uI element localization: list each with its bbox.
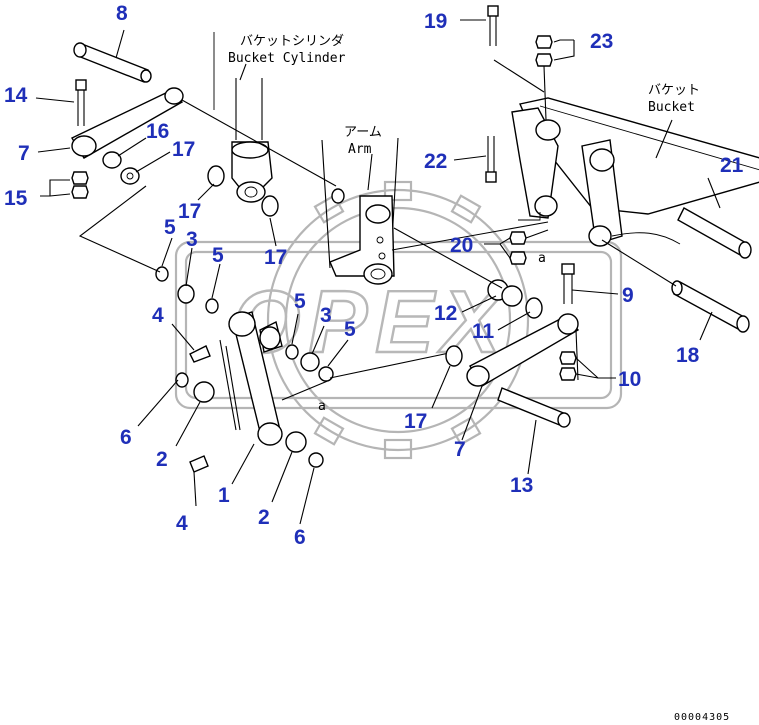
bucket-cylinder	[213, 32, 273, 203]
pin-18	[671, 280, 750, 333]
nuts-23	[535, 35, 553, 67]
pin-8	[73, 42, 152, 83]
callout-10: 10	[618, 368, 641, 391]
callout-13: 13	[510, 474, 533, 497]
callout-1: 1	[218, 484, 230, 507]
washers-16-17	[102, 151, 140, 185]
bushings	[155, 266, 334, 468]
bolt-22	[485, 136, 497, 183]
callouts: 8 14 7 16 17 15 17 17 5 3 5 4 5 3 5 6 2 …	[4, 2, 744, 549]
callout-17: 17	[172, 138, 195, 161]
callout-8: 8	[116, 2, 128, 25]
nuts-15	[71, 171, 89, 199]
callout-5: 5	[164, 216, 176, 239]
callout-3: 3	[186, 228, 198, 251]
callout-20: 20	[450, 234, 473, 257]
arm-label-en: Arm	[348, 142, 372, 157]
callout-7: 7	[454, 438, 466, 461]
bucket-cylinder-label-jp: バケットシリンダ	[240, 34, 344, 49]
leader-lines	[35, 19, 721, 525]
bolt-9	[561, 263, 575, 304]
callout-12: 12	[434, 302, 457, 325]
drawing-code: 00004305	[674, 712, 730, 723]
washer-17b	[207, 165, 225, 187]
callout-4: 4	[152, 304, 164, 327]
reference-mark-a: a	[318, 399, 326, 414]
bucket-label-en: Bucket	[648, 100, 695, 115]
callout-5: 5	[212, 244, 224, 267]
callout-17: 17	[404, 410, 427, 433]
callout-23: 23	[590, 30, 613, 53]
callout-17: 17	[264, 246, 287, 269]
link-1	[219, 311, 283, 446]
callout-5: 5	[344, 318, 356, 341]
link-7b	[466, 313, 580, 387]
callout-2: 2	[156, 448, 168, 471]
arm-label-jp: アーム	[344, 125, 382, 140]
watermark-text: OPEX	[232, 272, 509, 371]
callout-2: 2	[258, 506, 270, 529]
nuts-10	[559, 351, 577, 381]
callout-6: 6	[120, 426, 132, 449]
grease-fittings-4	[189, 345, 211, 473]
nuts-20	[509, 231, 527, 265]
callout-17: 17	[178, 200, 201, 223]
callout-11: 11	[472, 320, 495, 343]
callout-5: 5	[294, 290, 306, 313]
bucket	[511, 97, 759, 247]
bucket-label-jp: バケット	[648, 83, 700, 98]
reference-mark-a: a	[538, 251, 546, 266]
callout-7: 7	[18, 142, 30, 165]
callout-3: 3	[320, 304, 332, 327]
callout-6: 6	[294, 526, 306, 549]
callout-15: 15	[4, 187, 28, 210]
bucket-cylinder-label-en: Bucket Cylinder	[228, 51, 346, 66]
washer-11	[525, 297, 543, 319]
callout-14: 14	[4, 84, 28, 107]
callout-21: 21	[720, 154, 744, 177]
arm	[321, 137, 399, 285]
bolt-14	[75, 79, 87, 126]
callout-18: 18	[676, 344, 700, 367]
callout-19: 19	[424, 10, 447, 33]
callout-16: 16	[146, 120, 169, 143]
washer-17d	[445, 345, 463, 367]
pin-13	[497, 387, 571, 428]
bushings-12	[487, 279, 523, 307]
callout-9: 9	[622, 284, 634, 307]
link-7a	[71, 87, 184, 159]
pin-21	[677, 207, 752, 259]
bolt-19	[487, 5, 499, 46]
callout-4: 4	[176, 512, 188, 535]
washer-17c	[261, 195, 279, 217]
callout-22: 22	[424, 150, 447, 173]
